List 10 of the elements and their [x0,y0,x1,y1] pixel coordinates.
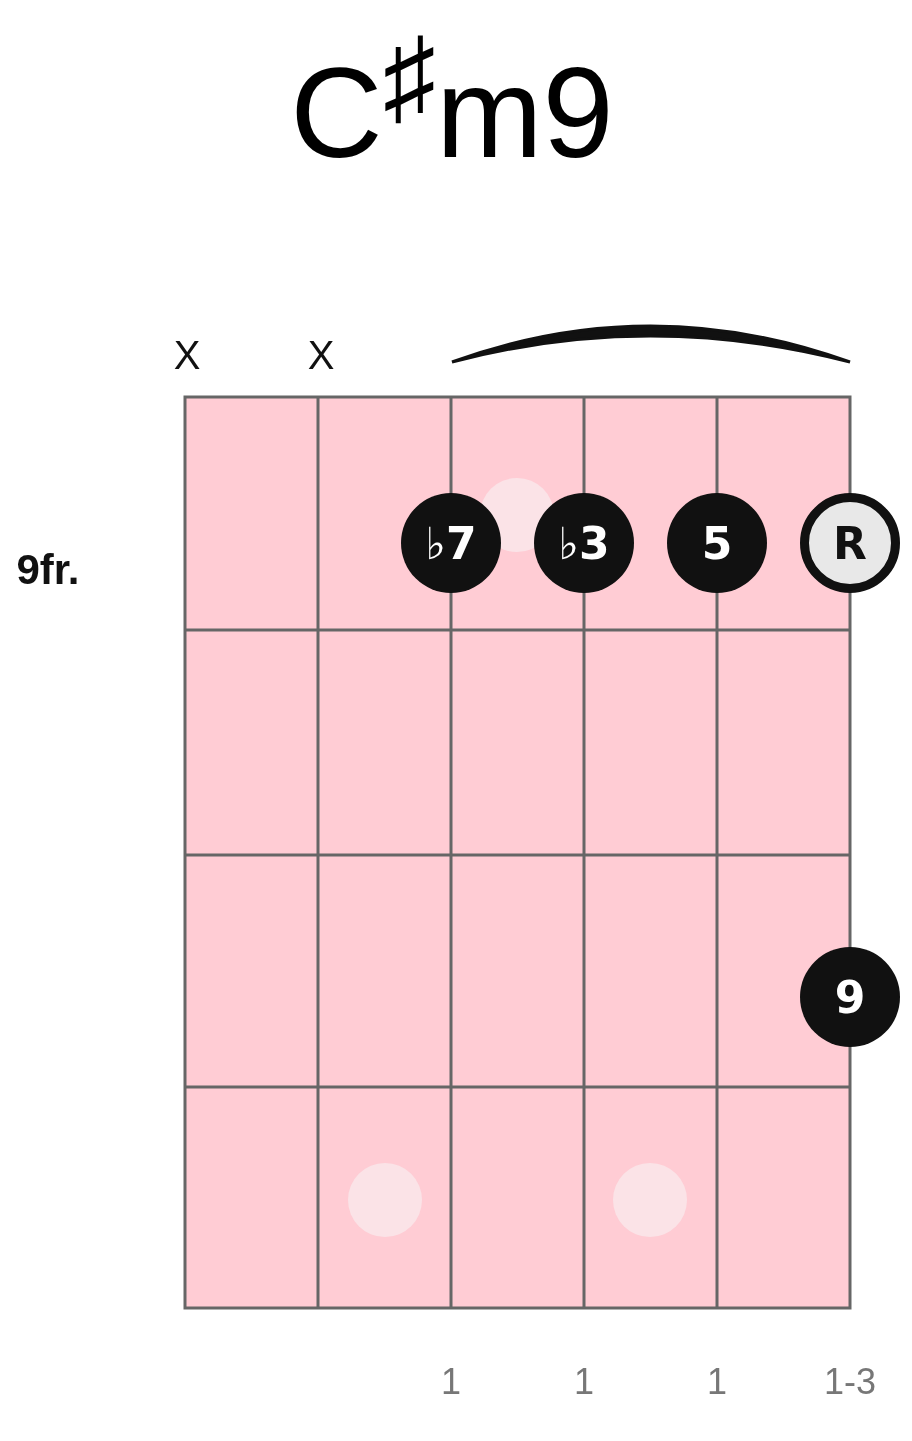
fret-number: 9fr. [16,549,80,591]
finger-number: 1-3 [824,1364,876,1400]
chord-title: C$^{♯}$m9 [290,23,614,177]
root-note-dot: R [800,493,900,593]
finger-dot: 9 [800,947,900,1047]
muted-string-mark: X [173,335,201,375]
muted-string-mark: X [307,335,335,375]
finger-number: 1 [441,1364,461,1400]
finger-number: 1 [574,1364,594,1400]
finger-number: 1 [707,1364,727,1400]
